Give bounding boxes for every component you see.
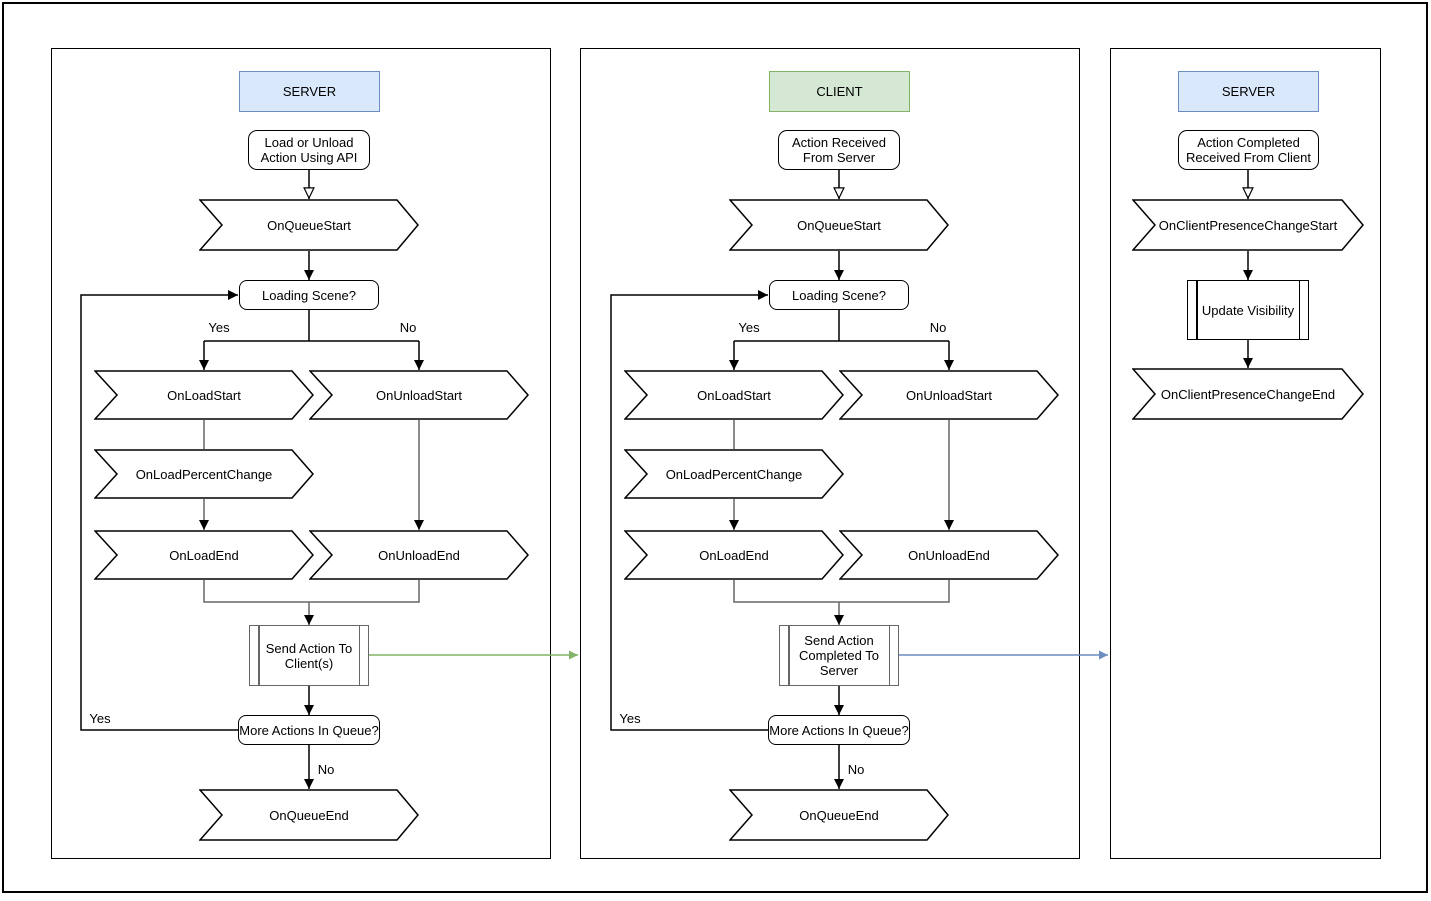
p1-start-terminator: Load or Unload Action Using API — [248, 130, 370, 170]
p3-onclientpresencechangestart-step: OnClientPresenceChangeStart — [1132, 199, 1364, 251]
p1-sendaction-label: Send Action To Client(s) — [265, 640, 353, 671]
p1-moreactions-label: More Actions In Queue? — [239, 722, 379, 738]
step-arrow-shape — [729, 789, 949, 841]
step-arrow-shape — [624, 530, 844, 580]
p2-sendaction-label: Send Action Completed To Server — [799, 633, 879, 678]
p2-onunloadstart-step: OnUnloadStart — [839, 370, 1059, 420]
p2-onloadstart-label: OnLoadStart — [697, 387, 771, 403]
p3-updatevisibility-process: Update Visibility — [1187, 280, 1309, 340]
p2-onqueueend-label: OnQueueEnd — [799, 807, 879, 823]
p1-onqueueend-label: OnQueueEnd — [269, 807, 349, 823]
step-arrow-shape — [839, 530, 1059, 580]
p1-header: SERVER — [239, 71, 380, 112]
p1-onloadstart-label: OnLoadStart — [167, 387, 241, 403]
p2-loop-yes — [610, 290, 768, 731]
p1-edges — [80, 170, 424, 789]
p2-onloadend-label: OnLoadEnd — [699, 547, 769, 563]
p3-onclientpresencechangestart-label: OnClientPresenceChangeStart — [1158, 217, 1338, 233]
p1-onloadstart-step: OnLoadStart — [94, 370, 314, 420]
p1-start-label: Load or Unload Action Using API — [260, 135, 358, 165]
step-arrow-shape — [624, 370, 844, 420]
process-bar-icon — [788, 626, 790, 685]
p2-edges — [610, 170, 954, 789]
step-arrow-shape — [624, 449, 844, 499]
step-arrow-shape — [94, 530, 314, 580]
p2-sendaction-process: Send Action Completed To Server — [779, 625, 899, 686]
p2-onloadstart-step: OnLoadStart — [624, 370, 844, 420]
p2-end-no-label: No — [845, 762, 867, 777]
p2-loadingscene-label: Loading Scene? — [792, 287, 886, 303]
p2-onunloadend-step: OnUnloadEnd — [839, 530, 1059, 580]
p1-branch-no-label: No — [397, 320, 419, 335]
p2-onqueuestart-step: OnQueueStart — [729, 199, 949, 251]
p2-onunloadstart-label: OnUnloadStart — [906, 387, 992, 403]
p2-start-label: Action Received From Server — [792, 135, 886, 165]
p3-start-terminator: Action Completed Received From Client — [1178, 130, 1319, 170]
process-bar-icon — [888, 626, 890, 685]
p1-onqueuestart-label: OnQueueStart — [267, 217, 351, 233]
p1-sendaction-process: Send Action To Client(s) — [249, 625, 369, 686]
p2-start-terminator: Action Received From Server — [778, 130, 900, 170]
p1-onloadend-step: OnLoadEnd — [94, 530, 314, 580]
p1-onunloadstart-label: OnUnloadStart — [376, 387, 462, 403]
p1-loop-yes — [80, 290, 238, 731]
step-arrow-shape — [199, 199, 419, 251]
process-bar-icon — [1298, 281, 1300, 339]
step-arrow-shape — [839, 370, 1059, 420]
p3-onclientpresencechangeend-label: OnClientPresenceChangeEnd — [1160, 386, 1336, 402]
p1-onloadpercentchange-step: OnLoadPercentChange — [94, 449, 314, 499]
process-bar-icon — [358, 626, 360, 685]
step-arrow-shape — [94, 449, 314, 499]
p1-onloadend-label: OnLoadEnd — [169, 547, 239, 563]
step-arrow-shape — [1132, 368, 1364, 420]
p2-header: CLIENT — [769, 71, 910, 112]
p2-moreactions-decision: More Actions In Queue? — [768, 715, 910, 745]
p1-loadingscene-label: Loading Scene? — [262, 287, 356, 303]
p2-branch-no-label: No — [927, 320, 949, 335]
p3-updatevisibility-label: Update Visibility — [1201, 302, 1295, 318]
p2-merge — [733, 580, 950, 603]
p2-onloadend-step: OnLoadEnd — [624, 530, 844, 580]
step-arrow-shape — [729, 199, 949, 251]
p2-onunloadend-label: OnUnloadEnd — [908, 547, 990, 563]
p1-branch-yes-label: Yes — [206, 320, 232, 335]
p1-onunloadend-label: OnUnloadEnd — [378, 547, 460, 563]
p1-loop-yes-label: Yes — [87, 711, 113, 726]
p3-header: SERVER — [1178, 71, 1319, 112]
p1-merge — [203, 580, 420, 603]
step-arrow-shape — [309, 370, 529, 420]
p1-onqueuestart-step: OnQueueStart — [199, 199, 419, 251]
p1-header-label: SERVER — [282, 84, 337, 99]
p2-moreactions-label: More Actions In Queue? — [769, 722, 909, 738]
p3-header-label: SERVER — [1221, 84, 1276, 99]
p3-onclientpresencechangeend-step: OnClientPresenceChangeEnd — [1132, 368, 1364, 420]
p2-onqueueend-step: OnQueueEnd — [729, 789, 949, 841]
p1-moreactions-decision: More Actions In Queue? — [238, 715, 380, 745]
p3-start-label: Action Completed Received From Client — [1186, 135, 1311, 165]
step-arrow-shape — [1132, 199, 1364, 251]
p1-branch-split — [204, 310, 419, 342]
p2-branch-yes-label: Yes — [736, 320, 762, 335]
p1-onunloadend-step: OnUnloadEnd — [309, 530, 529, 580]
step-arrow-shape — [94, 370, 314, 420]
p1-end-no-label: No — [315, 762, 337, 777]
step-arrow-shape — [199, 789, 419, 841]
step-arrow-shape — [309, 530, 529, 580]
p1-loadingscene-decision: Loading Scene? — [239, 280, 379, 310]
p2-onloadpercentchange-label: OnLoadPercentChange — [665, 466, 803, 482]
process-bar-icon — [1196, 281, 1198, 339]
p1-onqueueend-step: OnQueueEnd — [199, 789, 419, 841]
p2-loop-yes-label: Yes — [617, 711, 643, 726]
panel-server-presence — [1110, 48, 1381, 859]
p2-header-label: CLIENT — [816, 84, 863, 99]
p2-branch-split — [734, 310, 949, 342]
p2-onqueuestart-label: OnQueueStart — [797, 217, 881, 233]
p1-onunloadstart-step: OnUnloadStart — [309, 370, 529, 420]
p2-onloadpercentchange-step: OnLoadPercentChange — [624, 449, 844, 499]
p2-loadingscene-decision: Loading Scene? — [769, 280, 909, 310]
p1-onloadpercentchange-label: OnLoadPercentChange — [135, 466, 273, 482]
process-bar-icon — [258, 626, 260, 685]
